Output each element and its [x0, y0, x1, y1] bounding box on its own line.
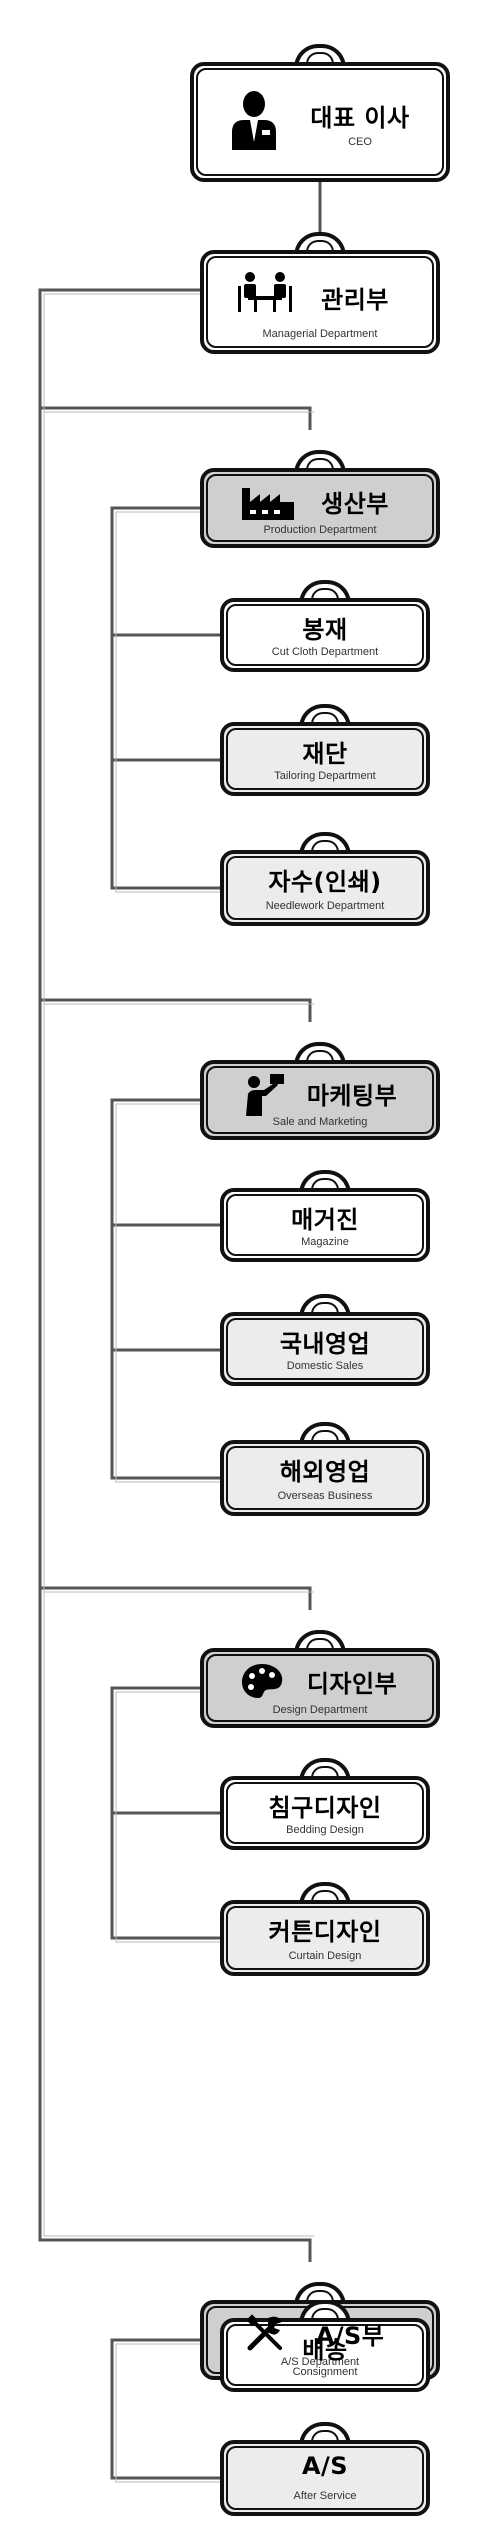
connector-as-spine	[110, 2338, 220, 2480]
as-department-subtitle: A/S Department	[280, 2356, 360, 2368]
tailoring-title: 재단	[302, 740, 348, 768]
after-service-subtitle: After Service	[293, 2490, 357, 2502]
overseas-title: 해외영업	[279, 1458, 371, 1486]
node-curtain-design: 커튼디자인 Curtain Design	[220, 1882, 430, 1976]
node-domestic-sales: 국내영업 Domestic Sales	[220, 1294, 430, 1386]
managerial-title: 관리부	[321, 286, 389, 314]
magazine-subtitle: Magazine	[301, 1236, 349, 1248]
connector-to-design	[40, 1586, 312, 1610]
node-cut-cloth: 봉재 Cut Cloth Department	[220, 580, 430, 672]
person-icon	[232, 91, 276, 150]
factory-icon	[242, 488, 294, 520]
magazine-title: 매거진	[291, 1206, 359, 1234]
node-production: 생산부 Production Department	[200, 450, 440, 548]
managerial-subtitle: Managerial Department	[262, 328, 378, 340]
curtain-subtitle: Curtain Design	[288, 1950, 362, 1962]
node-after-service: A/S After Service	[220, 2422, 430, 2516]
after-service-title: A/S	[301, 2452, 349, 2480]
domestic-title: 국내영업	[279, 1330, 371, 1358]
tailoring-subtitle: Tailoring Department	[274, 770, 376, 782]
node-tailoring: 재단 Tailoring Department	[220, 704, 430, 796]
palette-icon	[242, 1664, 283, 1698]
node-consignment: 배송 Consignment	[220, 2300, 430, 2392]
connector-marketing-spine	[110, 1098, 220, 1480]
tools-icon	[246, 2314, 282, 2351]
needlework-title: 자수(인쇄)	[268, 868, 382, 896]
marketing-title: 마케팅부	[306, 1082, 398, 1110]
production-title: 생산부	[321, 490, 389, 518]
node-needlework: 자수(인쇄) Needlework Department	[220, 832, 430, 926]
node-marketing: 마케팅부 Sale and Marketing	[200, 1042, 440, 1140]
connector-to-marketing	[40, 998, 312, 1022]
connector-production-spine	[110, 506, 220, 890]
marketing-subtitle: Sale and Marketing	[272, 1116, 368, 1128]
production-subtitle: Production Department	[263, 524, 377, 536]
node-overseas: 해외영업 Overseas Business	[220, 1422, 430, 1516]
node-bedding-design: 침구디자인 Bedding Design	[220, 1758, 430, 1850]
node-magazine: 매거진 Magazine	[220, 1170, 430, 1262]
domestic-subtitle: Domestic Sales	[286, 1360, 364, 1372]
overseas-subtitle: Overseas Business	[277, 1490, 373, 1502]
node-managerial: 관리부 Managerial Department	[200, 232, 440, 354]
presenter-icon	[246, 1074, 284, 1116]
consignment-subtitle: Consignment	[292, 2366, 358, 2378]
design-subtitle: Design Department	[272, 1704, 368, 1716]
consignment-title: 배송	[302, 2336, 348, 2364]
node-design: 디자인부 Design Department	[200, 1630, 440, 1728]
ceo-title: 대표 이사	[310, 104, 410, 132]
curtain-title: 커튼디자인	[268, 1918, 382, 1946]
ceo-subtitle: CEO	[348, 136, 372, 148]
bedding-title: 침구디자인	[268, 1794, 382, 1822]
as-department-title: A/S부	[315, 2322, 385, 2350]
connector-main-spine	[38, 288, 312, 2262]
design-title: 디자인부	[306, 1670, 398, 1698]
cut-cloth-subtitle: Cut Cloth Department	[271, 646, 379, 658]
meeting-icon	[238, 272, 292, 312]
needlework-subtitle: Needlework Department	[265, 900, 385, 912]
connector-to-production	[40, 406, 312, 430]
bedding-subtitle: Bedding Design	[286, 1824, 364, 1836]
node-ceo: 대표 이사 CEO	[190, 44, 450, 182]
cut-cloth-title: 봉재	[302, 616, 348, 644]
